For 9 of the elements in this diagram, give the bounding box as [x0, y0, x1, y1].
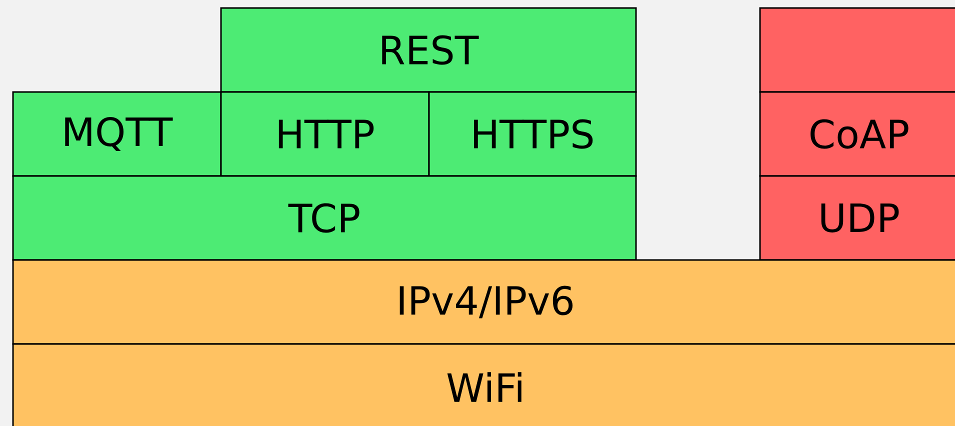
- layer-box: WiFi: [12, 343, 955, 426]
- layer-box: UDP: [759, 175, 955, 261]
- layer-box: REST: [220, 7, 637, 93]
- layer-box: CoAP: [759, 91, 955, 177]
- layer-box: HTTPS: [428, 91, 637, 177]
- layer-box: MQTT: [12, 91, 222, 177]
- layer-box: IPv4/IPv6: [12, 259, 955, 345]
- layer-box: [759, 7, 955, 93]
- layer-box: HTTP: [220, 91, 430, 177]
